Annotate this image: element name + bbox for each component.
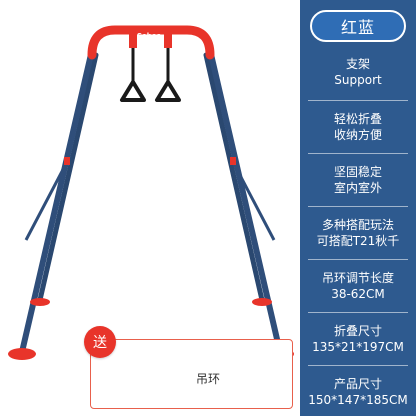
spec-combos: 多种搭配玩法 可搭配T21秋千: [317, 217, 400, 249]
back-left-leg: [37, 52, 99, 303]
spec-label: 折叠尺寸: [333, 324, 382, 338]
front-left-leg: [19, 47, 95, 355]
spec-stable: 坚固稳定 室内室外: [334, 164, 382, 196]
spec-ring-length: 吊环调节长度 38-62CM: [322, 270, 394, 302]
spec-folded-size: 折叠尺寸 135*21*197CM: [312, 323, 404, 355]
left-clip: [129, 34, 137, 48]
right-joint: [230, 157, 236, 165]
spec-value: 可搭配T21秋千: [316, 234, 400, 248]
spec-label: 产品尺寸: [333, 377, 382, 391]
spec-product-size: 产品尺寸 150*147*185CM: [308, 376, 407, 408]
divider: [308, 153, 408, 154]
back-right-foot: [252, 298, 272, 306]
divider: [308, 365, 408, 366]
right-brace: [230, 159, 276, 241]
spec-value: 135*21*197CM: [312, 340, 404, 354]
divider: [308, 206, 408, 207]
top-beam: [87, 25, 215, 60]
spec-label: 轻松折叠: [333, 112, 382, 126]
spec-support: 支架 Support: [334, 56, 381, 88]
spec-value: 38-62CM: [331, 287, 385, 301]
accessory-box: [90, 339, 293, 409]
spec-value: 收纳方便: [333, 128, 382, 142]
divider: [308, 100, 408, 101]
right-ring: [155, 80, 181, 102]
spec-label: 坚固稳定: [333, 165, 382, 179]
spec-panel: 红蓝 支架 Support 轻松折叠 收纳方便 坚固稳定 室内室外 多种搭配玩法…: [300, 0, 416, 416]
spec-label: 多种搭配玩法: [321, 218, 394, 232]
spec-label: 支架: [345, 57, 370, 71]
left-joint: [64, 157, 70, 165]
left-brace: [24, 159, 70, 241]
accessory-label: 吊环: [196, 372, 221, 386]
left-ring: [120, 80, 146, 102]
spec-label: 吊环调节长度: [321, 271, 394, 285]
front-right-leg: [207, 47, 283, 355]
gift-badge: 送: [84, 326, 116, 358]
divider: [308, 259, 408, 260]
divider: [308, 312, 408, 313]
back-right-leg: [203, 52, 265, 303]
back-left-foot: [30, 298, 50, 306]
spec-value: 150*147*185CM: [308, 393, 408, 407]
color-option-button[interactable]: 红蓝: [310, 10, 406, 42]
spec-foldable: 轻松折叠 收纳方便: [334, 111, 382, 143]
front-left-foot: [8, 348, 36, 360]
spec-value: Support: [334, 73, 382, 87]
right-clip: [164, 34, 172, 48]
spec-value: 室内室外: [333, 181, 382, 195]
brand-tag: Sebos: [137, 32, 161, 40]
